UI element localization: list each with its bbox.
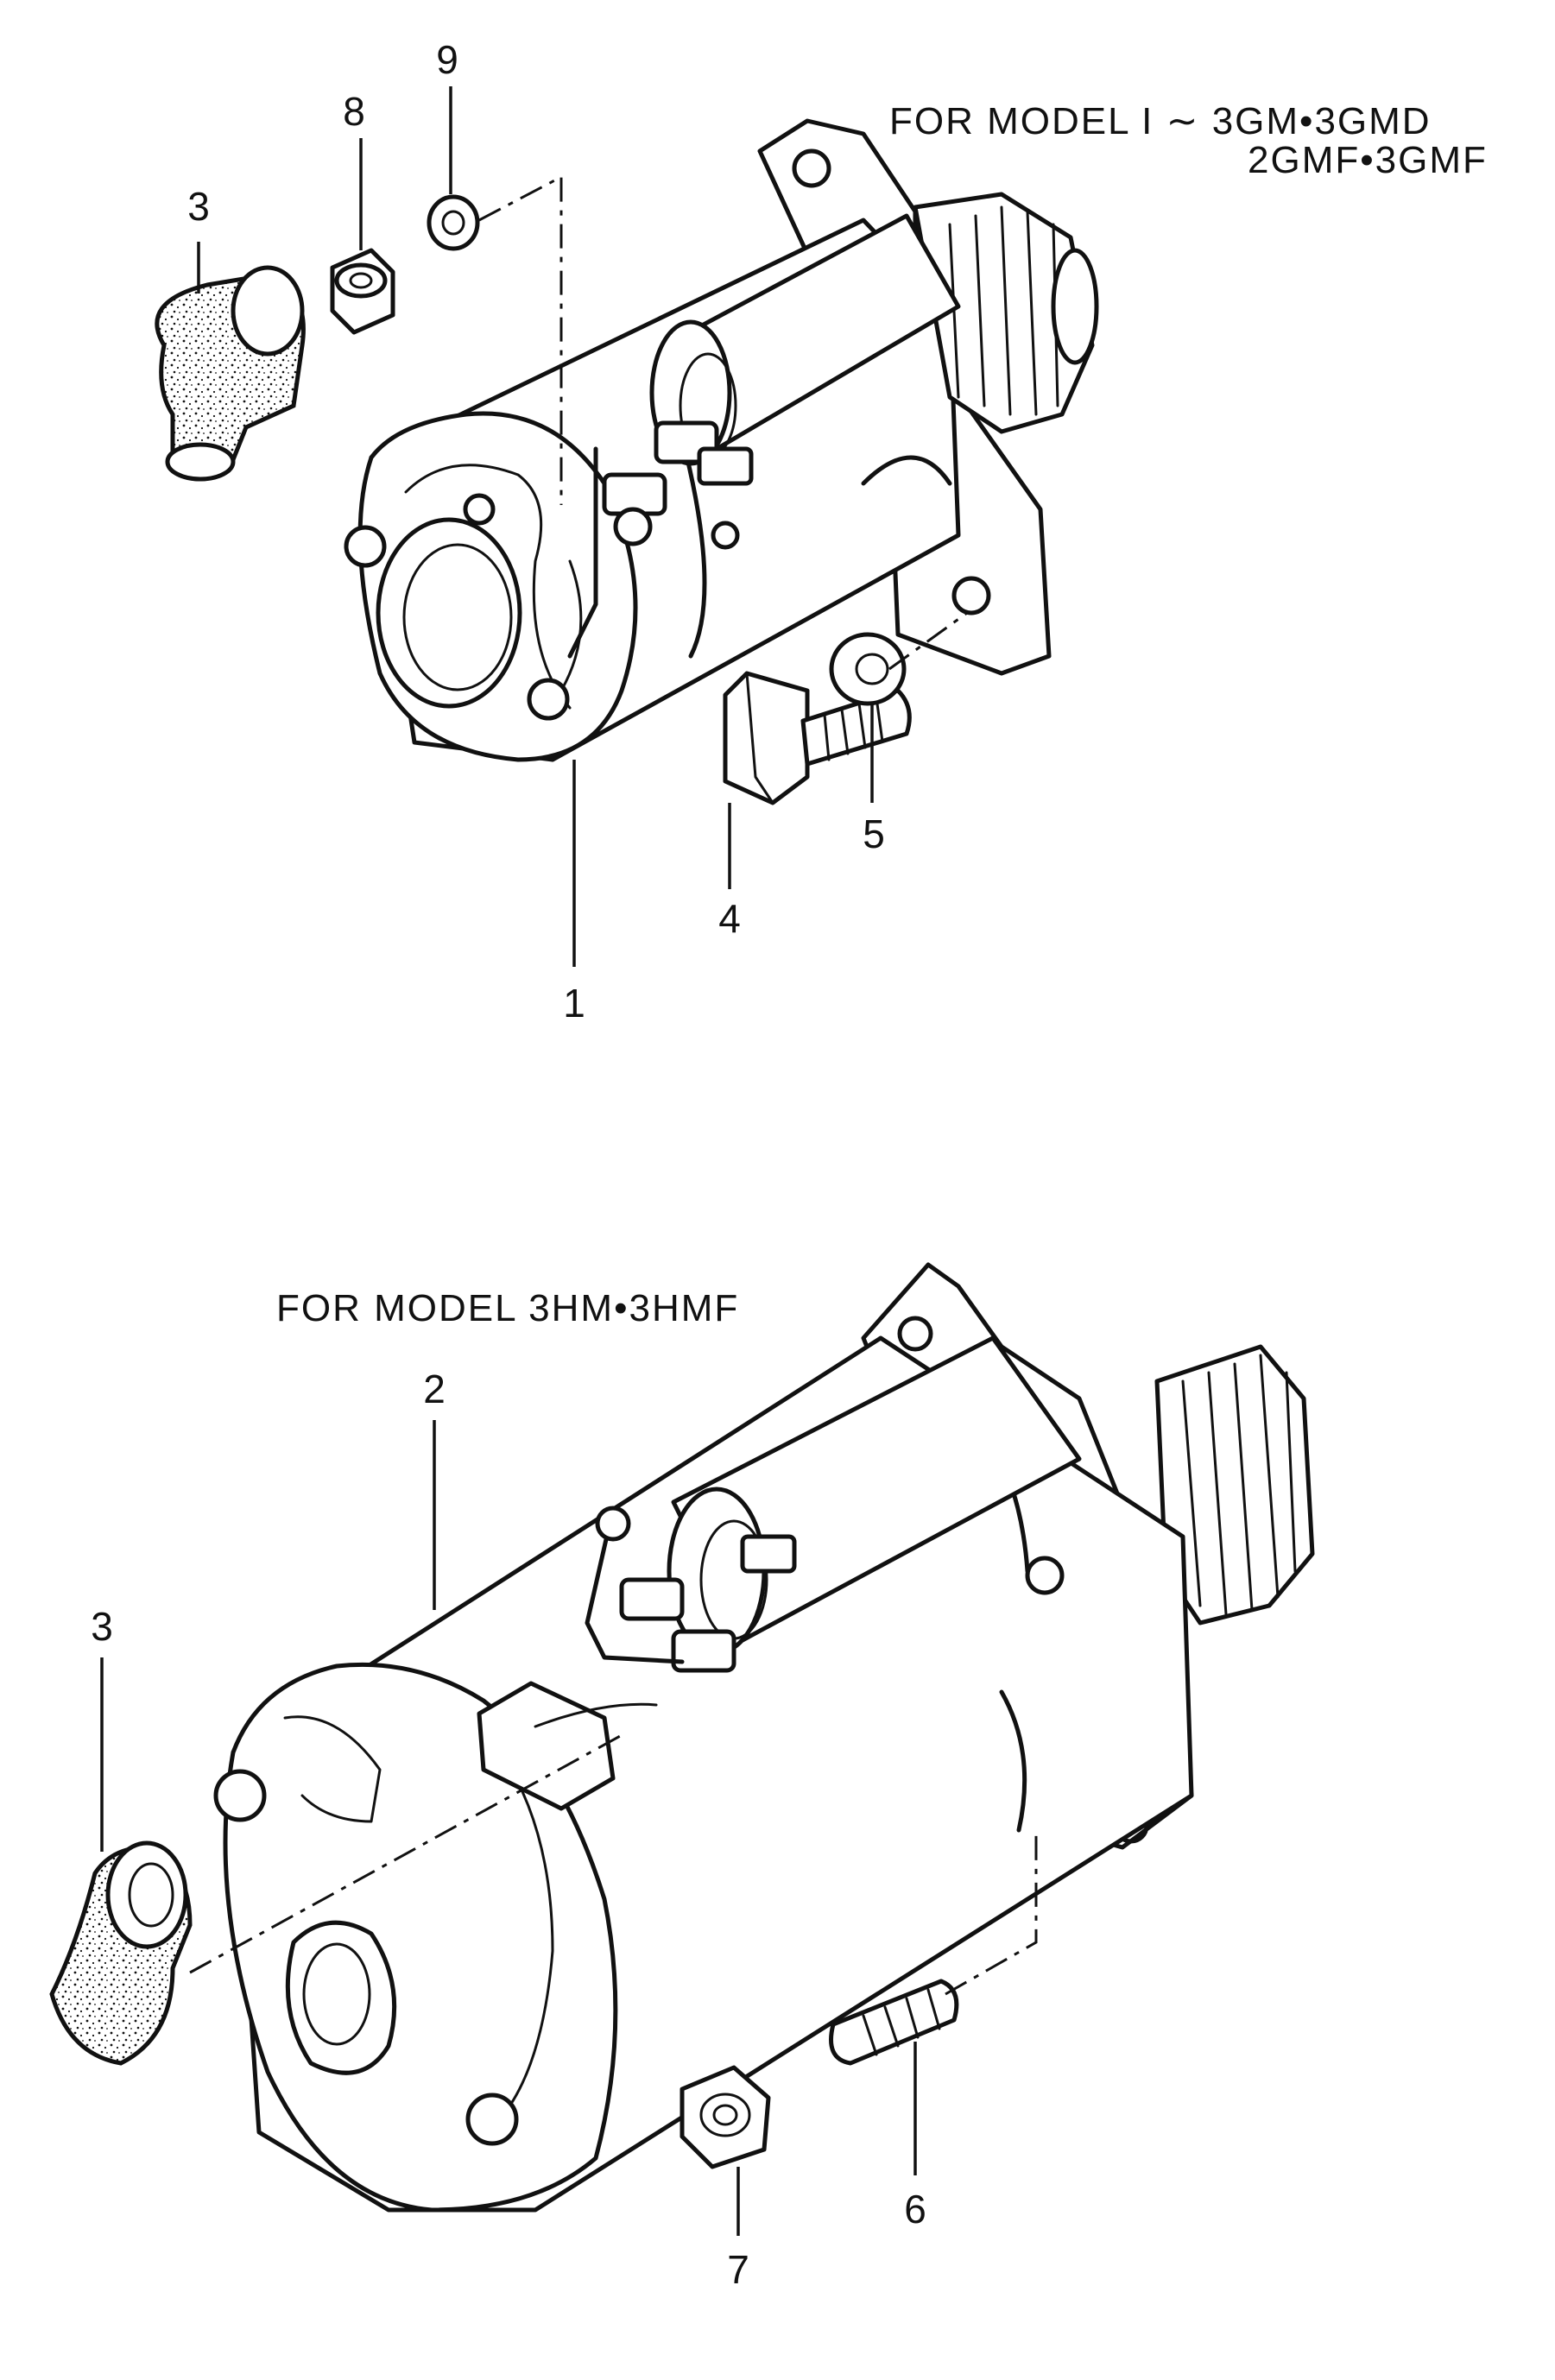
callout-7: 7 (727, 2247, 749, 2292)
starter-motor-top (344, 118, 1099, 762)
model-label-top-line1: FOR MODEL I ∼ 3GM•3GMD (889, 100, 1432, 142)
assembly-line-bottom-2 (945, 1830, 1038, 1996)
model-label-top-line2: 2GMF•3GMF (1248, 139, 1488, 181)
callout-4: 4 (718, 896, 741, 941)
nut-part-7 (680, 2065, 771, 2169)
rubber-boot-bottom (49, 1840, 193, 2066)
nut-part-8 (330, 248, 395, 335)
callout-3-top: 3 (187, 184, 210, 229)
assembly-line-bottom-1 (189, 1733, 623, 1974)
assembly-line-top-2 (888, 611, 968, 671)
rubber-boot-top (155, 265, 306, 482)
starter-motor-bottom (213, 1262, 1315, 2213)
callout-1: 1 (563, 981, 585, 1026)
callout-6: 6 (904, 2187, 926, 2232)
washer-part-5 (829, 632, 907, 706)
callout-2: 2 (423, 1367, 446, 1411)
callout-3-bottom: 3 (91, 1604, 113, 1649)
stud-part-6 (829, 1979, 959, 2066)
callout-9: 9 (436, 37, 458, 82)
washer-part-9 (427, 194, 480, 251)
callout-5: 5 (863, 811, 885, 856)
callout-8: 8 (343, 89, 365, 134)
model-label-bottom: FOR MODEL 3HM•3HMF (276, 1287, 739, 1329)
bolt-part-4 (723, 671, 912, 805)
